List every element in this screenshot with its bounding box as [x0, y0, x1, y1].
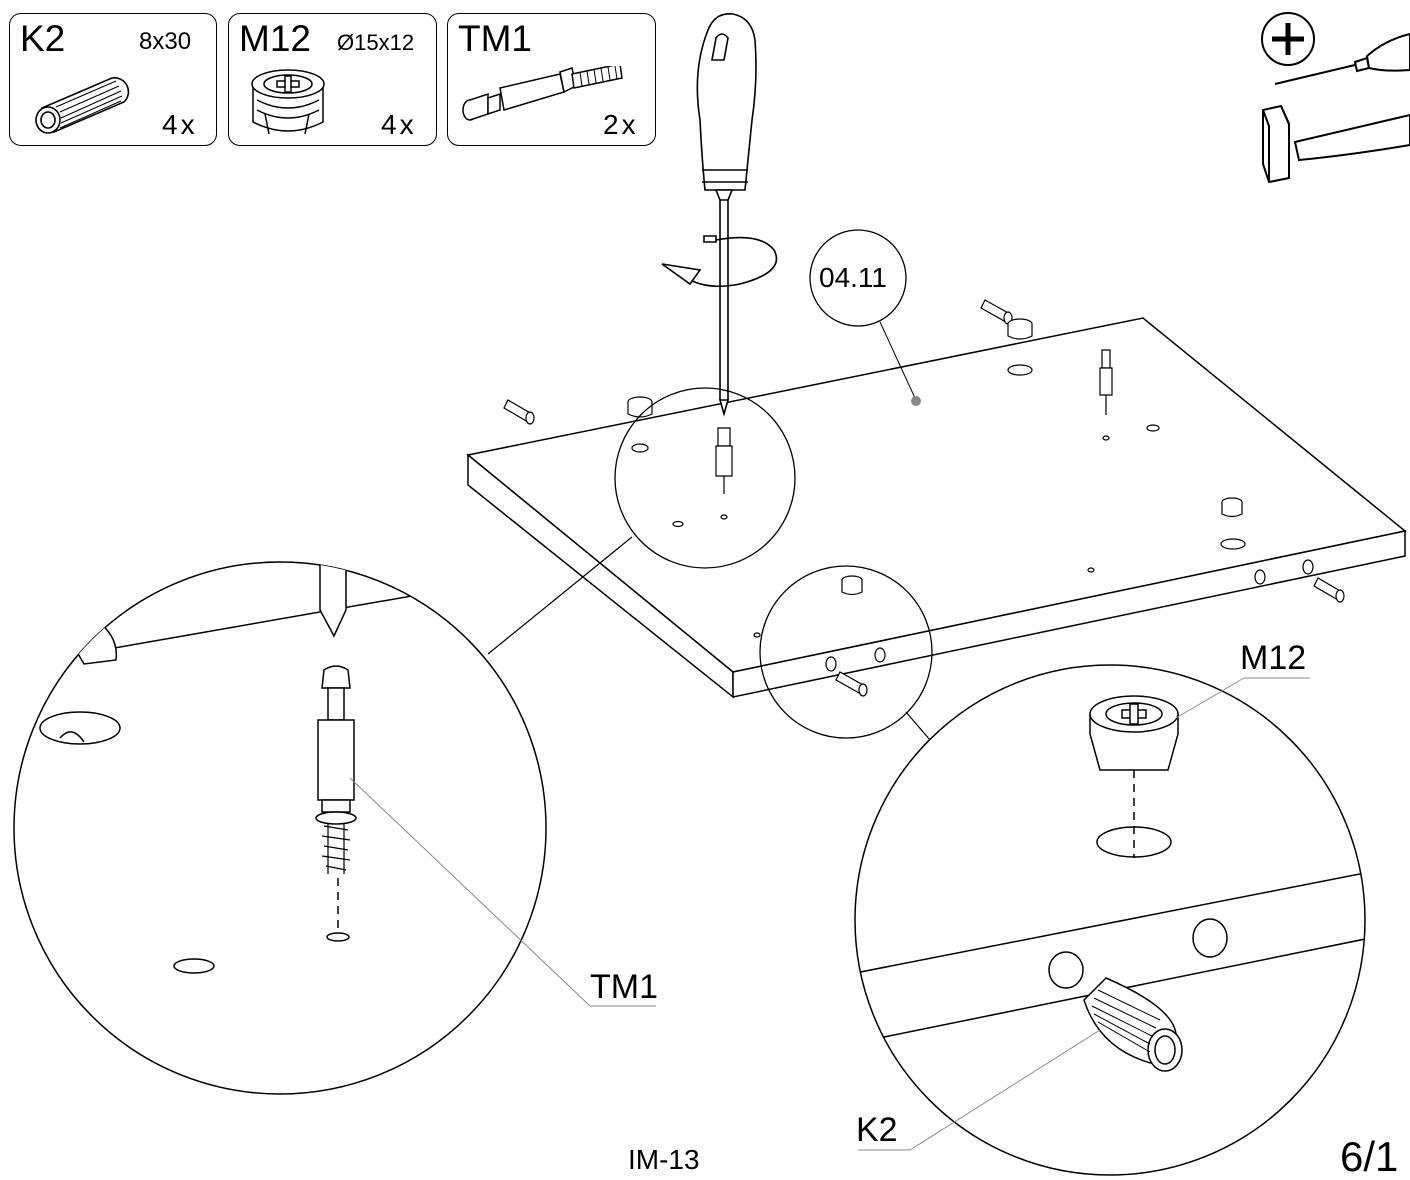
dowel-icon [35, 77, 130, 134]
cam-lock-icon [251, 69, 325, 135]
part-size: Ø15x12 [337, 30, 415, 55]
phillips-screwdriver-icon [1261, 12, 1410, 85]
detail-circle-bottom [759, 565, 933, 739]
board-holes [753, 364, 1314, 672]
part-size: 8x30 [139, 28, 192, 55]
panel-id-label: 04.11 [819, 262, 887, 293]
part-quantity: 4x [381, 109, 417, 140]
callout-m12: M12 [1240, 639, 1307, 677]
board-cam-locks [627, 318, 1243, 596]
part-box-tm1: TM1 2x [447, 13, 656, 146]
board-dowels [503, 299, 1345, 697]
page-number: 6/1 [1340, 1133, 1399, 1180]
cam-bolt-under-screwdriver [631, 427, 733, 528]
part-quantity: 4x [162, 109, 198, 140]
detail-right-circle [854, 664, 1366, 1176]
screwdriver [661, 13, 778, 417]
part-code: M12 [239, 18, 311, 59]
part-code: TM1 [458, 18, 532, 59]
callout-tm1: TM1 [590, 968, 658, 1006]
part-quantity: 2x [603, 109, 639, 140]
panel-board [466, 317, 1407, 699]
board-cam-bolt [1099, 349, 1113, 415]
model-code: IM-13 [628, 1144, 700, 1175]
cam-bolt-icon [462, 66, 623, 121]
part-code: K2 [20, 18, 66, 59]
hammer-icon [1262, 104, 1410, 184]
part-box-m12: M12 Ø15x12 4x [228, 13, 437, 146]
part-box-k2: K2 8x30 4x [9, 13, 217, 146]
panel-id-balloon [809, 229, 907, 327]
callout-k2: K2 [856, 1111, 898, 1149]
detail-left-circle [13, 561, 547, 1095]
detail-circle-top [614, 387, 796, 569]
